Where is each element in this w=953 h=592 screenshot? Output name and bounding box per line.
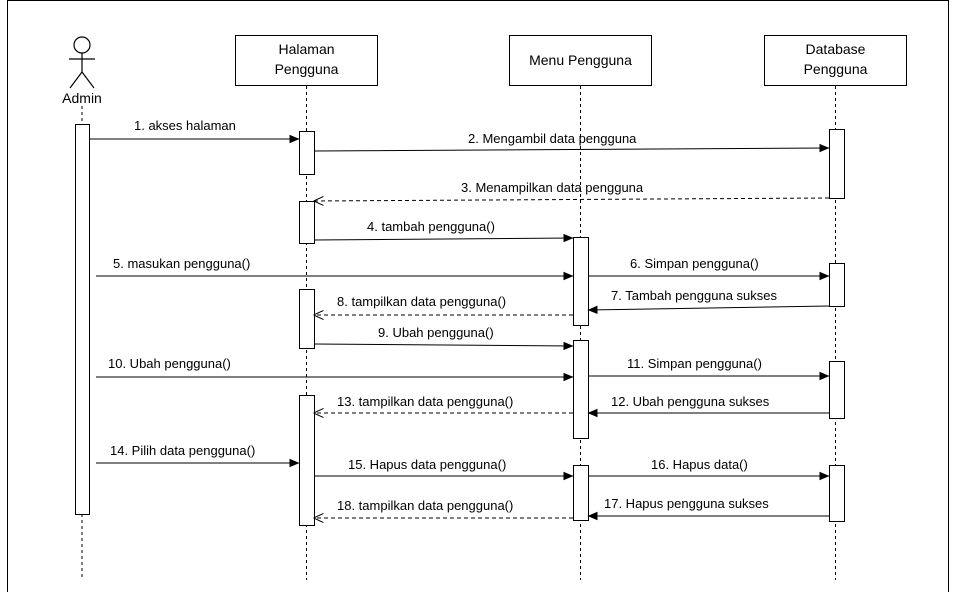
participant-halaman-pengguna: Halaman Pengguna	[235, 35, 378, 86]
activation-bar-menu	[573, 340, 589, 439]
message-4: 4. tambah pengguna()	[313, 219, 574, 243]
participant-box	[509, 35, 652, 86]
message-label: 16. Hapus data()	[651, 457, 748, 472]
message-label: 9. Ubah pengguna()	[378, 325, 494, 340]
participant-menu-pengguna: Menu Pengguna	[509, 35, 652, 86]
message-label: 6. Simpan pengguna()	[630, 256, 759, 271]
message-5: 5. masukan pengguna()	[96, 256, 574, 281]
participant-box	[235, 35, 378, 86]
message-label: 18. tampilkan data pengguna()	[337, 498, 513, 513]
message-label: 13. tampilkan data pengguna()	[337, 394, 513, 409]
message-label: 15. Hapus data pengguna()	[348, 457, 506, 472]
return-arrow	[314, 198, 830, 201]
participant-label-line-1: Halaman	[278, 41, 334, 57]
call-arrow	[313, 143, 830, 153]
activation-bar-halaman	[299, 201, 315, 244]
participant-label-line-2: Pengguna	[804, 61, 868, 77]
message-7: 7. Tambah pengguna sukses	[587, 288, 830, 315]
activation-bar-database	[829, 465, 845, 522]
message-label: 12. Ubah pengguna sukses	[611, 394, 770, 409]
message-1: 1. akses halaman	[89, 118, 300, 144]
actor-admin: Admin	[62, 36, 102, 106]
message-label: 3. Menampilkan data pengguna	[461, 180, 644, 195]
message-9: 9. Ubah pengguna()	[313, 325, 574, 351]
activation-bar-halaman	[299, 395, 315, 526]
message-label: 14. Pilih data pengguna()	[110, 443, 255, 458]
message-12: 12. Ubah pengguna sukses	[587, 394, 829, 418]
activation-bar-database	[829, 361, 845, 419]
message-6: 6. Simpan pengguna()	[588, 256, 830, 281]
message-label: 7. Tambah pengguna sukses	[611, 288, 777, 303]
activation-bar-halaman	[299, 131, 315, 175]
call-arrow	[313, 341, 574, 351]
participant-headers: Halaman Pengguna Menu Pengguna Database …	[235, 35, 907, 86]
message-2: 2. Mengambil data pengguna	[313, 131, 830, 153]
message-3: 3. Menampilkan data pengguna	[314, 180, 830, 201]
participant-label: Menu Pengguna	[529, 52, 632, 68]
message-8: 8. tampilkan data pengguna()	[314, 294, 573, 315]
participant-label-line-2: Pengguna	[275, 61, 339, 77]
activation-bar-admin	[75, 124, 90, 515]
call-arrow	[313, 233, 574, 243]
message-16: 16. Hapus data()	[588, 457, 830, 481]
message-label: 11. Simpan pengguna()	[627, 356, 762, 371]
actor-label: Admin	[62, 90, 102, 106]
message-label: 8. tampilkan data pengguna()	[337, 294, 506, 309]
activation-bar-menu	[573, 237, 589, 326]
message-label: 2. Mengambil data pengguna	[468, 131, 637, 146]
participant-database-pengguna: Database Pengguna	[764, 35, 907, 86]
message-label: 17. Hapus pengguna sukses	[604, 496, 769, 511]
participant-box	[764, 35, 907, 86]
activation-bar-database	[829, 263, 845, 307]
messages: 1. akses halaman 2. Mengambil data penggu…	[89, 118, 830, 521]
message-13: 13. tampilkan data pengguna()	[314, 394, 573, 413]
message-14: 14. Pilih data pengguna()	[96, 443, 300, 468]
call-arrow	[587, 305, 830, 315]
activation-bar-menu	[573, 465, 589, 521]
message-11: 11. Simpan pengguna()	[588, 356, 830, 381]
actor-head	[73, 36, 91, 54]
message-label: 5. masukan pengguna()	[113, 256, 250, 271]
message-label: 1. akses halaman	[134, 118, 236, 133]
activation-bar-database	[829, 129, 845, 199]
diagram-frame	[7, 0, 949, 592]
activation-bars	[75, 124, 845, 526]
message-17: 17. Hapus pengguna sukses	[587, 496, 829, 521]
activation-bar-halaman	[299, 289, 315, 349]
actor-leg-right	[81, 71, 95, 89]
message-18: 18. tampilkan data pengguna()	[314, 498, 573, 518]
participant-label-line-1: Database	[806, 41, 866, 57]
message-15: 15. Hapus data pengguna()	[314, 457, 574, 481]
message-10: 10. Ubah pengguna()	[96, 356, 574, 382]
message-label: 10. Ubah pengguna()	[108, 356, 231, 371]
actor-leg-left	[69, 71, 83, 89]
message-label: 4. tambah pengguna()	[367, 219, 495, 234]
